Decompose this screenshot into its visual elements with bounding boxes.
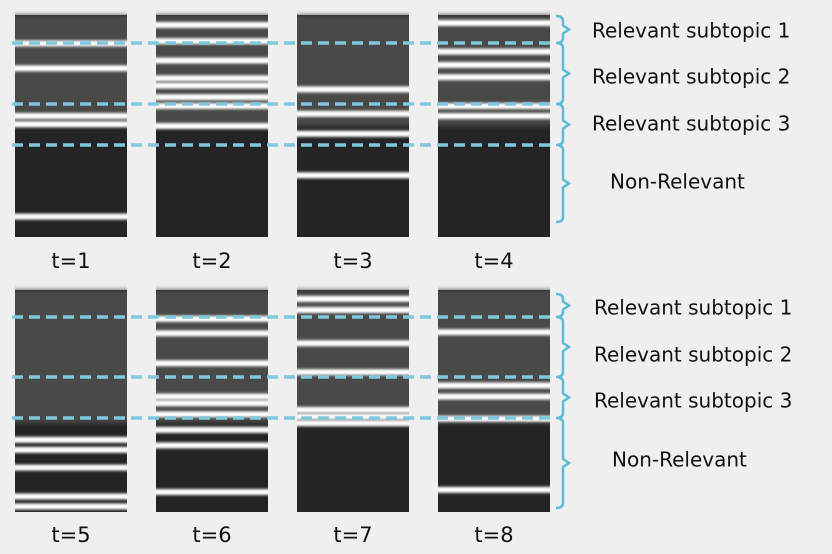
subtopic-label: Relevant subtopic 1 [594,296,792,320]
document-stripe [15,446,127,453]
subtopic-label: Relevant subtopic 1 [592,19,790,43]
document-stripe [438,329,550,336]
document-stripe [15,113,127,120]
relevant-region [297,15,409,126]
time-step-label: t=8 [474,523,513,547]
document-stripe [156,442,268,449]
document-stripe [438,48,550,55]
document-stripe [156,489,268,496]
document-stripe [297,369,409,376]
document-stripe [156,360,268,367]
document-stripe [15,213,127,220]
document-stripe [297,340,409,347]
document-stripe [15,65,127,72]
ranking-panel [156,15,268,237]
document-stripe [156,330,268,337]
document-stripe [297,420,409,427]
document-stripe [15,503,127,510]
document-stripe [438,103,550,110]
time-step-label: t=3 [333,249,372,273]
document-stripe [156,57,268,64]
document-stripe [438,61,550,68]
ranking-panel [438,290,550,512]
document-stripe [156,82,268,89]
ranking-panel [156,290,268,512]
document-stripe [156,21,268,28]
subtopic-label: Relevant subtopic 3 [592,112,790,136]
document-stripe [438,74,550,81]
ranking-panel [15,290,127,512]
ranking-panel [297,290,409,512]
document-stripe [297,172,409,179]
time-step-label: t=4 [474,249,513,273]
ranking-panel [15,15,127,237]
document-stripe [156,400,268,407]
subtopic-bracket [555,292,572,510]
document-stripe [15,493,127,500]
subtopic-bracket [555,14,572,224]
ranking-panel [438,15,550,237]
document-stripe [438,382,550,389]
document-stripe [297,306,409,313]
document-stripe [15,436,127,443]
document-stripe [297,130,409,137]
document-stripe [156,426,268,433]
document-stripe [15,464,127,471]
document-stripe [156,315,268,322]
row-1: t=1 t=2 t=3 t=4 Relevant subtopic 1 Relevant … [12,14,790,273]
relevant-region [438,290,550,424]
ranking-panel [297,15,409,237]
document-stripe [438,393,550,400]
document-stripe [156,103,268,110]
time-step-label: t=2 [192,249,231,273]
document-stripe [297,110,409,117]
document-stripe [438,486,550,493]
subtopic-label: Relevant subtopic 2 [592,65,790,89]
document-stripe [297,86,409,93]
time-step-label: t=5 [51,523,90,547]
relevant-region [438,15,550,126]
relevant-region [15,290,127,424]
time-step-label: t=1 [51,249,90,273]
document-stripe [438,113,550,120]
time-step-label: t=6 [192,523,231,547]
row-2: t=5 t=6 t=7 t=8 Relevant subtopic 1 Relevant … [12,290,792,547]
time-step-label: t=7 [333,523,372,547]
document-stripe [156,411,268,418]
document-stripe [156,123,268,129]
subtopic-label: Relevant subtopic 3 [594,389,792,413]
document-stripe [15,121,127,128]
document-stripe [156,38,268,45]
document-stripe [156,94,268,101]
document-stripe [438,19,550,26]
relevant-region [156,15,268,126]
subtopic-label: Non-Relevant [610,170,745,194]
document-stripe [297,295,409,302]
subtopic-label: Relevant subtopic 2 [594,343,792,367]
document-stripe [297,406,409,413]
document-stripe [156,75,268,82]
subtopic-label: Non-Relevant [612,448,747,472]
document-stripe [156,393,268,400]
